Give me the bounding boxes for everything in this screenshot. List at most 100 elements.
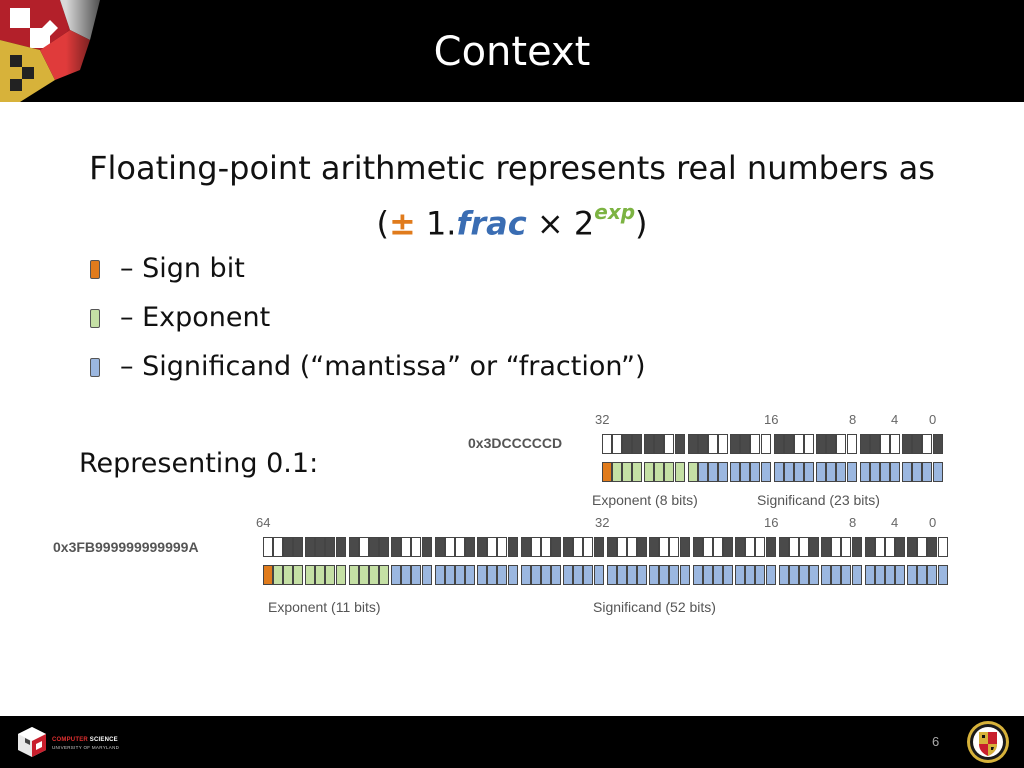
bit-cell [784,434,795,454]
bit-cell [870,434,881,454]
legend-label: – Sign bit [120,253,245,284]
bit-cell [907,537,918,557]
significand-bit-cell [679,565,690,585]
double-tick-32: 32 [595,515,610,530]
significand-bit-cell [907,565,918,585]
significand-bit-cell [507,565,518,585]
bit-cell [831,537,842,557]
bit-cell [841,537,852,557]
significand-bit-cell [779,565,790,585]
significand-bit-cell [411,565,422,585]
significand-bit-cell [649,565,660,585]
bit-cell [644,434,655,454]
significand-bit-cell [932,462,943,482]
significand-bit-cell [755,565,766,585]
bit-cell [789,537,800,557]
significand-bit-cell [445,565,456,585]
significand-bit-cell [880,462,891,482]
dept-name-white: SCIENCE [87,737,118,743]
bit-cell [531,537,542,557]
exponent-bit-cell [644,462,655,482]
bit-cell [573,537,584,557]
sign-bit-cell [263,565,274,585]
bit-cell [622,434,633,454]
significand-bit-cell [718,462,729,482]
formula-one: 1. [415,204,457,243]
bit-cell [816,434,827,454]
significand-bit-cell [735,565,746,585]
significand-bit-cell [563,565,574,585]
bit-cell [315,537,326,557]
bit-cell [421,537,432,557]
bit-cell [612,434,623,454]
double-significand-caption: Significand (52 bits) [593,599,716,615]
bit-cell [917,537,928,557]
bit-cell [541,537,552,557]
single-tick-16: 16 [764,412,779,427]
headline-text: Floating-point arithmetic represents rea… [89,149,935,187]
significand-bit-cell [607,565,618,585]
formula-times: × 2 [526,204,595,243]
significand-bit-cell [703,565,714,585]
dept-name-line1: COMPUTER SCIENCE [52,737,118,743]
significand-bit-cell [531,565,542,585]
bit-cell [563,537,574,557]
significand-bit-cell [860,462,871,482]
bit-cell [895,537,906,557]
single-tick-4: 4 [891,412,899,427]
bit-cell [391,537,402,557]
bit-cell [865,537,876,557]
formula-frac: frac [456,204,527,243]
significand-bit-cell [745,565,756,585]
single-tick-0: 0 [929,412,937,427]
significand-bit-cell [789,565,800,585]
significand-bit-cell [740,462,751,482]
exponent-bit-cell [379,565,390,585]
single-tick-32: 32 [595,412,610,427]
bit-cell [669,537,680,557]
bit-cell [740,434,751,454]
significand-bit-cell [693,565,704,585]
exponent-bit-cell [273,565,284,585]
bit-cell [794,434,805,454]
bit-cell [698,434,709,454]
bit-cell [654,434,665,454]
exponent-bit-cell [359,565,370,585]
significand-bit-cell [573,565,584,585]
formula: (± 1.frac × 2exp) [0,194,1024,246]
dept-name-red: COMPUTER [52,737,88,743]
bit-cell [617,537,628,557]
significand-bit-cell [659,565,670,585]
exponent-bit-cell [632,462,643,482]
significand-bit-cell [723,565,734,585]
bit-cell [774,434,785,454]
bit-cell [325,537,336,557]
bit-cell [875,537,886,557]
double-tick-4: 4 [891,515,899,530]
bit-cell [851,537,862,557]
bit-cell [293,537,304,557]
double-exponent-caption: Exponent (11 bits) [268,599,381,615]
significand-bit-cell [794,462,805,482]
formula-sign: ± [388,204,416,243]
sign-swatch-icon [90,260,100,279]
bit-cell [912,434,923,454]
bit-cell [826,434,837,454]
exponent-bit-cell [283,565,294,585]
bit-cell [435,537,446,557]
significand-bit-cell [455,565,466,585]
bit-cell [583,537,594,557]
bit-cell [765,537,776,557]
bit-cell [890,434,901,454]
exponent-bit-cell [674,462,685,482]
significand-bit-cell [774,462,785,482]
slide-footer: COMPUTER SCIENCE UNIVERSITY OF MARYLAND … [0,716,1024,768]
bit-cell [401,537,412,557]
significand-bit-cell [885,565,896,585]
exponent-bit-cell [349,565,360,585]
dept-name-line2: UNIVERSITY OF MARYLAND [52,745,120,750]
bit-cell [477,537,488,557]
bit-cell [809,537,820,557]
legend-label: – Significand (“mantissa” or “fraction”) [120,351,646,382]
double-tick-0: 0 [929,515,937,530]
